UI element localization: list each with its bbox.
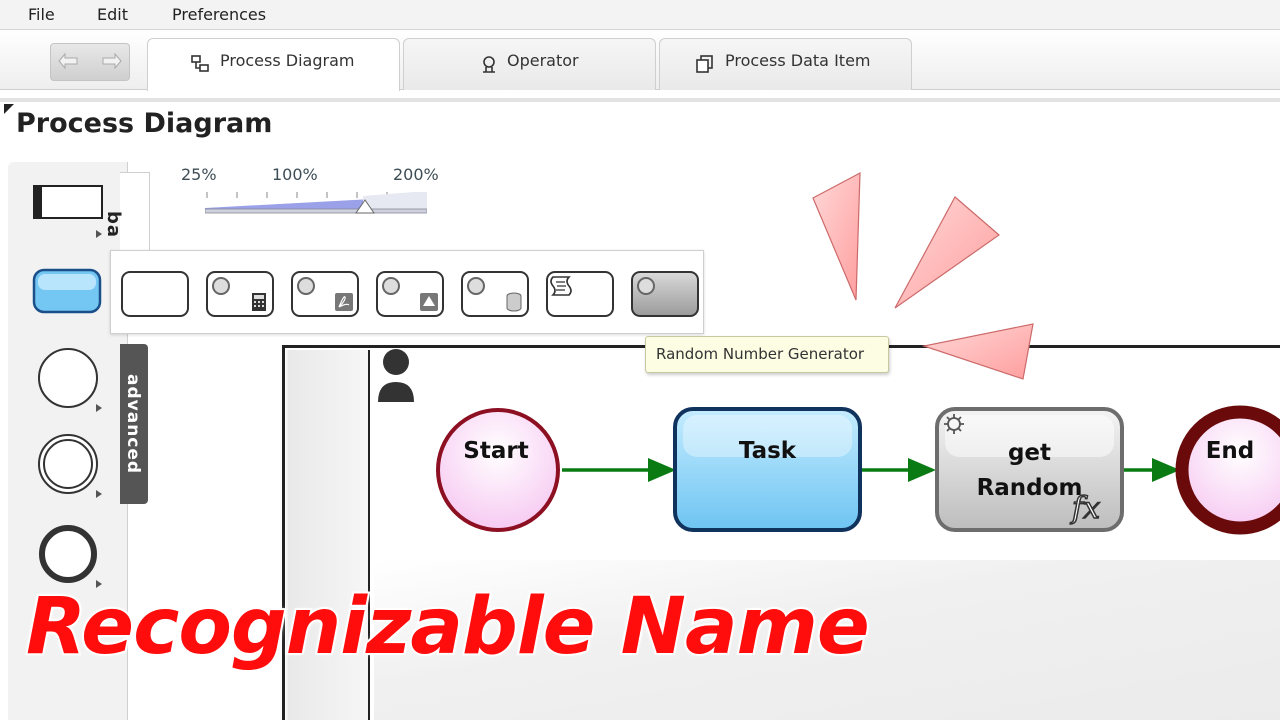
undo-button[interactable] (51, 44, 90, 80)
calculator-icon (252, 293, 266, 311)
palette-task-tool[interactable] (32, 266, 112, 326)
end-event[interactable] (1175, 405, 1280, 535)
task-marker-icon (212, 277, 230, 295)
palette-intermediate-event-tool[interactable] (32, 430, 112, 500)
shape-palette (8, 162, 128, 720)
zoom-max-label: 200% (393, 165, 439, 184)
tab-label: Operator (507, 51, 579, 70)
data-item-icon (696, 55, 713, 73)
attention-arrows (812, 171, 1034, 380)
svg-text:fx: fx (1070, 491, 1100, 526)
zoom-mid-label: 100% (272, 165, 318, 184)
function-icon: fx (1069, 490, 1101, 527)
redo-icon (102, 52, 122, 70)
flyout-pdf-task[interactable] (291, 271, 359, 317)
flyout-plain-task[interactable] (121, 271, 189, 317)
flyout-database-task[interactable] (461, 271, 529, 317)
process-flow: fx (436, 405, 1280, 535)
task-marker-icon (467, 277, 485, 295)
collapse-corner-icon[interactable] (4, 104, 14, 114)
performer-icon (378, 349, 414, 402)
gear-icon (944, 414, 964, 434)
header-divider (0, 98, 1280, 102)
task-marker-icon (637, 277, 655, 295)
flyout-calculator-task[interactable] (206, 271, 274, 317)
palette-pool-tool[interactable] (32, 184, 112, 244)
attention-arrow (812, 171, 861, 301)
undo-redo-group (50, 43, 130, 81)
palette-start-event-tool[interactable] (32, 344, 112, 414)
tab-process-diagram[interactable]: Process Diagram (147, 38, 400, 91)
pdf-icon (335, 293, 353, 311)
palette-tab-advanced[interactable]: advanced (120, 344, 148, 504)
toolbar: Process Diagram Operator Process Data It… (0, 30, 1280, 91)
menu-preferences[interactable]: Preferences (172, 5, 267, 24)
menu-file[interactable]: File (28, 5, 55, 24)
redo-button[interactable] (91, 44, 130, 80)
task-marker-icon (382, 277, 400, 295)
tab-operator[interactable]: Operator (403, 38, 656, 90)
palette-tab-basic-label: ba (103, 211, 124, 239)
get-random-label-line1: get (1007, 440, 1052, 466)
flyout-subprocess-task[interactable] (631, 271, 699, 317)
task-marker-icon (297, 277, 315, 295)
lane-background (374, 560, 1280, 720)
database-icon (506, 292, 522, 312)
flyout-script-task[interactable] (546, 271, 614, 317)
task-type-flyout (110, 250, 704, 334)
zoom-min-label: 25% (181, 165, 217, 184)
zoom-thumb[interactable] (355, 199, 375, 214)
undo-icon (58, 52, 78, 70)
process-diagram-icon (191, 55, 209, 72)
page-title: Process Diagram (16, 108, 273, 139)
menubar: File Edit Preferences (0, 0, 1280, 30)
tab-label: Process Data Item (725, 51, 871, 70)
palette-tab-advanced-label: advanced (123, 374, 143, 475)
script-icon (550, 276, 572, 296)
get-random-label-line2: Random (976, 475, 1083, 501)
palette-tab-basic[interactable]: ba (103, 172, 150, 262)
tab-label: Process Diagram (220, 51, 355, 70)
task-node[interactable] (673, 407, 862, 532)
tab-process-data-item[interactable]: Process Data Item (659, 38, 912, 90)
start-event[interactable] (436, 408, 560, 532)
tooltip: Random Number Generator (645, 336, 889, 373)
flyout-google-drive-task[interactable] (376, 271, 444, 317)
palette-end-event-tool[interactable] (32, 520, 112, 590)
sequence-flows (562, 458, 1180, 482)
end-event-label: End (1205, 438, 1255, 464)
drive-icon (420, 293, 438, 311)
start-event-label: Start (463, 438, 529, 464)
pool-label-strip (286, 350, 370, 720)
tooltip-text: Random Number Generator (656, 345, 865, 363)
attention-arrow (921, 323, 1034, 380)
headline-caption: Recognizable Name (24, 580, 872, 674)
menu-edit[interactable]: Edit (97, 5, 128, 24)
operator-icon (483, 56, 495, 73)
zoom-slider[interactable] (205, 192, 427, 214)
attention-arrow (894, 196, 1000, 309)
task-node-label: Task (738, 438, 797, 464)
